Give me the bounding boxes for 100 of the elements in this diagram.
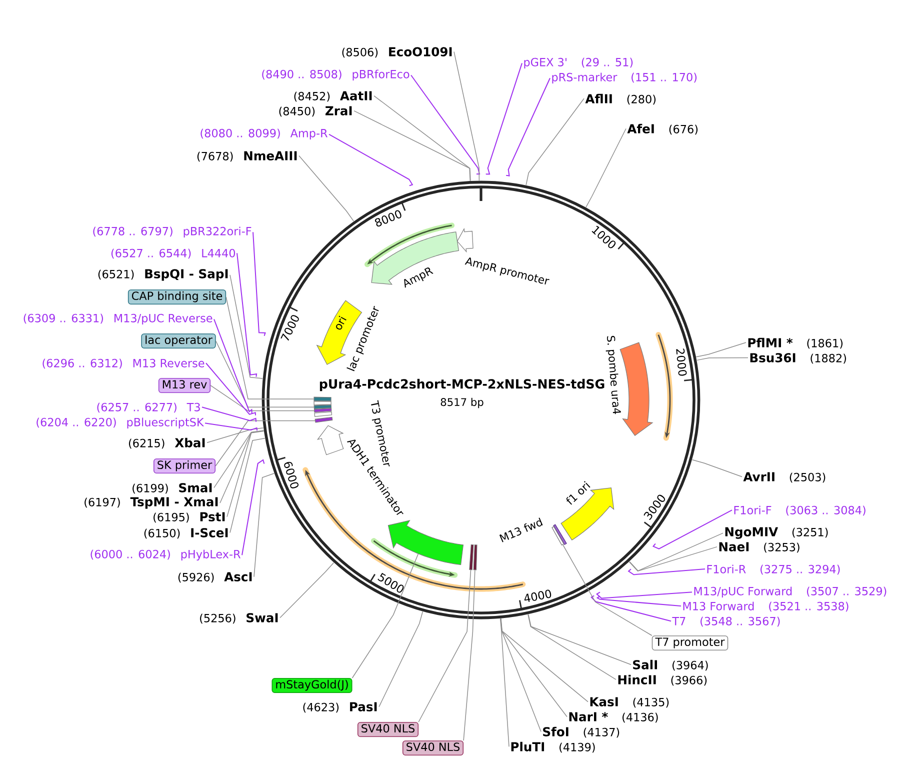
site-position: (6197) <box>84 498 120 508</box>
primer-range: (6000 .. 6024) <box>90 550 170 560</box>
primer-label: M13 Forward <box>683 602 754 610</box>
site-position: (4135) <box>633 698 669 708</box>
leader-line <box>204 422 258 432</box>
enzyme-label: SfoI <box>543 726 568 736</box>
enzyme-label: AscI <box>224 572 252 582</box>
primer-range: (3548 .. 3567) <box>700 616 780 627</box>
leader-line <box>215 420 316 466</box>
primer-range: (3063 .. 3084) <box>786 506 866 516</box>
site-position: (4139) <box>560 742 595 753</box>
primer-label: pBRforEco <box>352 70 410 81</box>
leader-line <box>206 428 264 443</box>
primer-range: (8080 .. 8099) <box>200 128 280 139</box>
site-position: (6195) <box>154 512 189 523</box>
leader-line <box>454 51 480 181</box>
enzyme-label: AflII <box>585 94 612 104</box>
leader-line <box>500 618 542 732</box>
primer-label: pGEX 3' <box>524 58 566 69</box>
enzyme-label: HincII <box>618 674 656 684</box>
primer-label: F1ori-F <box>734 506 772 514</box>
primer-label: pBluescriptSK <box>127 418 204 429</box>
leader-line <box>696 357 748 361</box>
enzyme-label: BspQI - SapI <box>145 269 228 281</box>
site-position: (8506) <box>342 48 378 58</box>
enzyme-label: Bsu36I <box>750 353 796 362</box>
primer-range: (29 .. 51) <box>582 58 633 68</box>
site-position: (8450) <box>279 106 315 117</box>
site-position: (1882) <box>810 354 846 364</box>
enzyme-label: ZraI <box>326 106 352 116</box>
enzyme-label: PflMI * <box>748 338 793 348</box>
feature-mark <box>314 408 332 413</box>
site-position: (8452) <box>294 92 330 102</box>
leader-line <box>214 318 252 414</box>
leader-line <box>596 596 682 607</box>
leader-line <box>463 570 476 741</box>
feature-mark <box>473 544 478 570</box>
primer-label: pRS-marker <box>552 72 618 84</box>
primer-range: (3507 .. 3529) <box>806 586 886 597</box>
leader-line <box>500 618 588 702</box>
primer-label: Amp-R <box>290 129 328 140</box>
feature-tag: M13 rev <box>158 378 211 393</box>
primer-range: (6527 .. 6544) <box>111 248 191 259</box>
enzyme-label: EcoO109I <box>389 47 452 56</box>
leader-line <box>226 430 264 518</box>
leader-line <box>418 570 472 722</box>
primer-range: (6296 .. 6312) <box>42 358 122 369</box>
leader-line <box>500 618 568 718</box>
leader-line <box>485 62 522 175</box>
site-position: (1861) <box>807 338 843 349</box>
site-position: (5926) <box>178 572 214 583</box>
enzyme-label: TspMI - XmaI <box>130 497 218 509</box>
feature-tag: SV40 NLS <box>357 722 419 737</box>
length-label: 8517 bp <box>440 398 484 408</box>
leader-line <box>696 342 746 358</box>
enzyme-label: SmaI <box>179 483 212 492</box>
site-position: (4623) <box>303 702 339 713</box>
enzyme-label: SalI <box>633 660 658 670</box>
primer-label: M13/pUC Reverse <box>114 314 212 325</box>
map-title: pUra4-Pcdc2short-MCP-2xNLS-NES-tdSG <box>320 378 604 392</box>
feature-label: M13 fwd <box>499 518 543 542</box>
site-position: (7678) <box>197 152 233 162</box>
scale-label: 4000 <box>524 590 552 602</box>
leader-line <box>252 232 266 336</box>
leader-line <box>528 614 616 680</box>
leader-line <box>254 472 274 578</box>
leader-line <box>230 274 263 379</box>
primer-label: T3 <box>186 402 200 412</box>
leader-line <box>652 510 732 550</box>
leader-line <box>220 430 264 504</box>
primer-label: pHybLex-R <box>181 550 240 561</box>
primer-range: (6257 .. 6277) <box>97 402 176 413</box>
site-position: (6521) <box>98 270 134 280</box>
primer-range: (8490 .. 8508) <box>262 70 342 80</box>
enzyme-label: AvrII <box>743 472 774 482</box>
site-position: (3966) <box>671 676 707 686</box>
feature-tag: SK primer <box>153 458 216 474</box>
feature-mark <box>314 404 332 410</box>
leader-line <box>506 78 550 176</box>
leader-line <box>692 459 742 478</box>
enzyme-label: PasI <box>350 702 377 712</box>
site-position: (4137) <box>584 728 620 738</box>
site-position: (5256) <box>200 614 236 624</box>
leader-line <box>526 98 584 186</box>
leader-line <box>242 459 265 556</box>
feature-label: ori <box>336 316 346 330</box>
primer-range: (3521 .. 3538) <box>769 602 848 612</box>
primer-range: (6204 .. 6220) <box>36 418 116 428</box>
leader-line <box>528 614 632 665</box>
leader-line <box>596 592 692 599</box>
leader-line <box>590 595 672 622</box>
site-position: (280) <box>627 94 656 105</box>
primer-range: (151 .. 170) <box>632 72 697 83</box>
primer-label: M13 Reverse <box>133 358 204 368</box>
feature-label: f1 ori <box>566 481 590 505</box>
leader-line <box>629 532 724 572</box>
feature-mark <box>314 396 332 402</box>
feature-label: S. pombe ura4 <box>606 336 621 414</box>
leader-line <box>215 340 314 408</box>
feature-tag: mStayGold(J) <box>272 678 352 693</box>
